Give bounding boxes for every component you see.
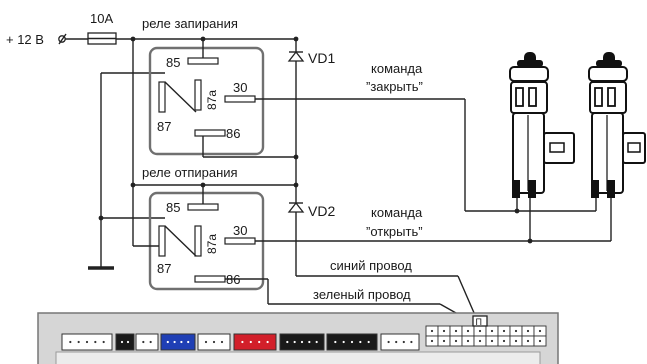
power-label: + 12 B [6, 32, 44, 47]
relay1-pin85-label: 85 [166, 55, 180, 70]
connector-pin [502, 339, 506, 343]
connector-pin [430, 339, 434, 343]
connector-blocks [61, 333, 420, 351]
connector-block-1 [61, 333, 113, 351]
connector-pin [538, 329, 542, 333]
relay2-title: реле отпирания [142, 165, 238, 180]
relay2-pin87-label: 87 [157, 261, 171, 276]
connector-block-5 [197, 333, 231, 351]
junction [527, 238, 533, 244]
connector-pin [490, 329, 494, 333]
relay2-switch-arm [164, 225, 197, 257]
relay2-command-line1: команда [371, 205, 423, 220]
connector-pin [442, 329, 446, 333]
connector-pin [454, 329, 458, 333]
connector-pin [478, 339, 482, 343]
connector-pin [502, 329, 506, 333]
fuse-label: 10A [90, 11, 113, 26]
relay1-pin87-label: 87 [157, 119, 171, 134]
door-lock-actuator-1 [509, 52, 575, 198]
alarm-unit-connector-panel: П [37, 312, 559, 364]
green-wire-label: зеленый провод [313, 287, 411, 302]
junction [293, 36, 299, 42]
blue-wire-label: синий провод [330, 258, 412, 273]
relay2-pin85-label: 85 [166, 200, 180, 215]
connector-block-4 [160, 333, 196, 351]
junction [293, 154, 299, 160]
connector-block-6 [233, 333, 277, 351]
relay1-command-line1: команда [371, 61, 423, 76]
relay1-title: реле запирания [142, 16, 238, 31]
connector-block-9 [380, 333, 420, 351]
relay1-box [148, 46, 265, 156]
connector-marker: П [476, 317, 482, 327]
relay1-command-line2: ”закрыть” [366, 79, 423, 94]
relay2-pin30-label: 30 [233, 223, 247, 238]
relay2-command-line2: ”открыть” [366, 224, 423, 239]
connector-marker-box [472, 315, 488, 327]
junction [293, 182, 299, 188]
diode-vd2 [287, 201, 305, 213]
connector-pin [466, 329, 470, 333]
relay2-pin87a [194, 225, 202, 257]
connector-pin [430, 329, 434, 333]
connector-block-2 [115, 333, 135, 351]
junction [130, 36, 136, 42]
relay1-pin86-label: 86 [226, 126, 240, 141]
junction [98, 215, 104, 221]
relay1-pin86 [194, 129, 226, 137]
main-connector-grid [425, 325, 547, 347]
relay1-pin85 [187, 57, 219, 65]
diode-vd1-label: VD1 [308, 50, 335, 66]
connector-pin [454, 339, 458, 343]
connector-pin [514, 339, 518, 343]
relay1-pin30 [224, 95, 256, 103]
connector-pin [538, 339, 542, 343]
connector-pin [442, 339, 446, 343]
connector-pin [478, 329, 482, 333]
relay2-pin86 [194, 275, 226, 283]
connector-pin [514, 329, 518, 333]
connector-block-3 [135, 333, 159, 351]
relay2-pin87a-label: 87a [205, 234, 219, 254]
relay1-pin87a [194, 79, 202, 111]
relay1-pin30-label: 30 [233, 80, 247, 95]
connector-pin [526, 339, 530, 343]
diode-vd1 [287, 50, 305, 62]
junction [514, 208, 520, 214]
terminal-slash [58, 33, 67, 45]
relay1-switch-arm [164, 81, 197, 113]
junction [200, 36, 206, 42]
relay2-pin85 [187, 203, 219, 211]
connector-block-8 [326, 333, 378, 351]
relay1-pin87a-label: 87a [205, 90, 219, 110]
connector-pin [490, 339, 494, 343]
junction [200, 182, 206, 188]
relay2-pin87 [158, 225, 166, 257]
diode-vd2-label: VD2 [308, 203, 335, 219]
door-lock-actuator-2 [588, 52, 646, 198]
relay2-pin30 [224, 237, 256, 245]
connector-pin [526, 329, 530, 333]
relay1-pin87 [158, 81, 166, 113]
connector-block-7 [279, 333, 325, 351]
connector-pin [466, 339, 470, 343]
